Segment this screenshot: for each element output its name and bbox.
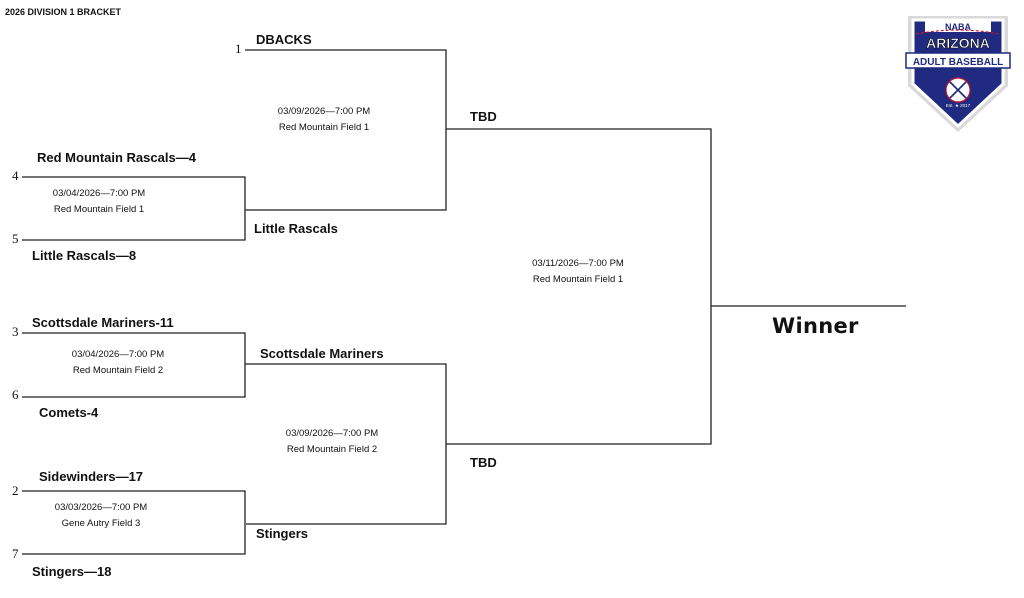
game-date: 03/04/2026—7:00 PM: [71, 349, 165, 360]
logo-text-est: Est. ★ 2017: [946, 103, 971, 108]
game-field: Red Mountain Field 2: [72, 365, 164, 376]
final-connector: [446, 128, 712, 445]
game-date: 03/09/2026—7:00 PM: [285, 428, 379, 439]
game-field: Gene Autry Field 3: [61, 518, 141, 529]
game-info: 03/04/2026—7:00 PM Red Mountain Field 1: [40, 186, 158, 218]
game-info: 03/11/2026—7:00 PM Red Mountain Field 1: [518, 256, 638, 288]
game-field: Red Mountain Field 1: [53, 204, 145, 215]
game-info: 03/09/2026—7:00 PM Red Mountain Field 2: [272, 426, 392, 458]
round1-match-2-connector: [22, 332, 246, 398]
seed-number: 7: [12, 546, 19, 561]
game-info: 03/09/2026—7:00 PM Red Mountain Field 1: [264, 104, 384, 136]
logo-text-adult-baseball: ADULT BASEBALL: [913, 57, 1003, 68]
advancing-team: Scottsdale Mariners: [260, 346, 384, 361]
game-date: 03/03/2026—7:00 PM: [54, 502, 148, 513]
seed-number: 5: [12, 231, 19, 246]
advancing-team: Stingers: [256, 526, 309, 541]
seed-number: 1: [235, 41, 242, 56]
game-date: 03/11/2026—7:00 PM: [532, 258, 624, 269]
arizona-adult-baseball-logo: NABA ARIZONA ADULT BASEBALL Est. ★ 2017: [905, 16, 1011, 132]
semifinal-1-connector: [245, 49, 447, 211]
round1-match-1-connector: [22, 176, 246, 241]
logo-text-arizona: ARIZONA: [926, 35, 990, 51]
team-name: Little Rascals—8: [32, 248, 137, 263]
team-name: Comets-4: [39, 405, 99, 420]
game-info: 03/03/2026—7:00 PM Gene Autry Field 3: [42, 500, 160, 532]
game-field: Red Mountain Field 1: [532, 274, 624, 285]
team-name: Stingers—18: [32, 564, 112, 579]
seed-number: 3: [12, 324, 19, 339]
seed-number: 4: [12, 168, 19, 183]
logo-text-naba: NABA: [945, 22, 971, 32]
seed-number: 6: [12, 387, 19, 402]
advancing-team: TBD: [470, 109, 497, 124]
team-name: Sidewinders—17: [39, 469, 144, 484]
game-field: Red Mountain Field 2: [286, 444, 378, 455]
round1-match-3-connector: [22, 490, 246, 555]
game-date: 03/04/2026—7:00 PM: [52, 188, 146, 199]
team-name: Red Mountain Rascals—4: [37, 150, 196, 165]
advancing-team: TBD: [470, 455, 497, 470]
seed-number: 2: [12, 483, 19, 498]
winner-label: Winner: [772, 314, 859, 338]
page-title: 2026 DIVISION 1 BRACKET: [5, 7, 122, 17]
advancing-team: Little Rascals: [254, 221, 338, 236]
game-date: 03/09/2026—7:00 PM: [277, 106, 371, 117]
game-field: Red Mountain Field 1: [278, 122, 370, 133]
team-name: DBACKS: [256, 32, 312, 47]
game-info: 03/04/2026—7:00 PM Red Mountain Field 2: [58, 347, 178, 379]
team-name: Scottsdale Mariners-11: [32, 315, 174, 330]
